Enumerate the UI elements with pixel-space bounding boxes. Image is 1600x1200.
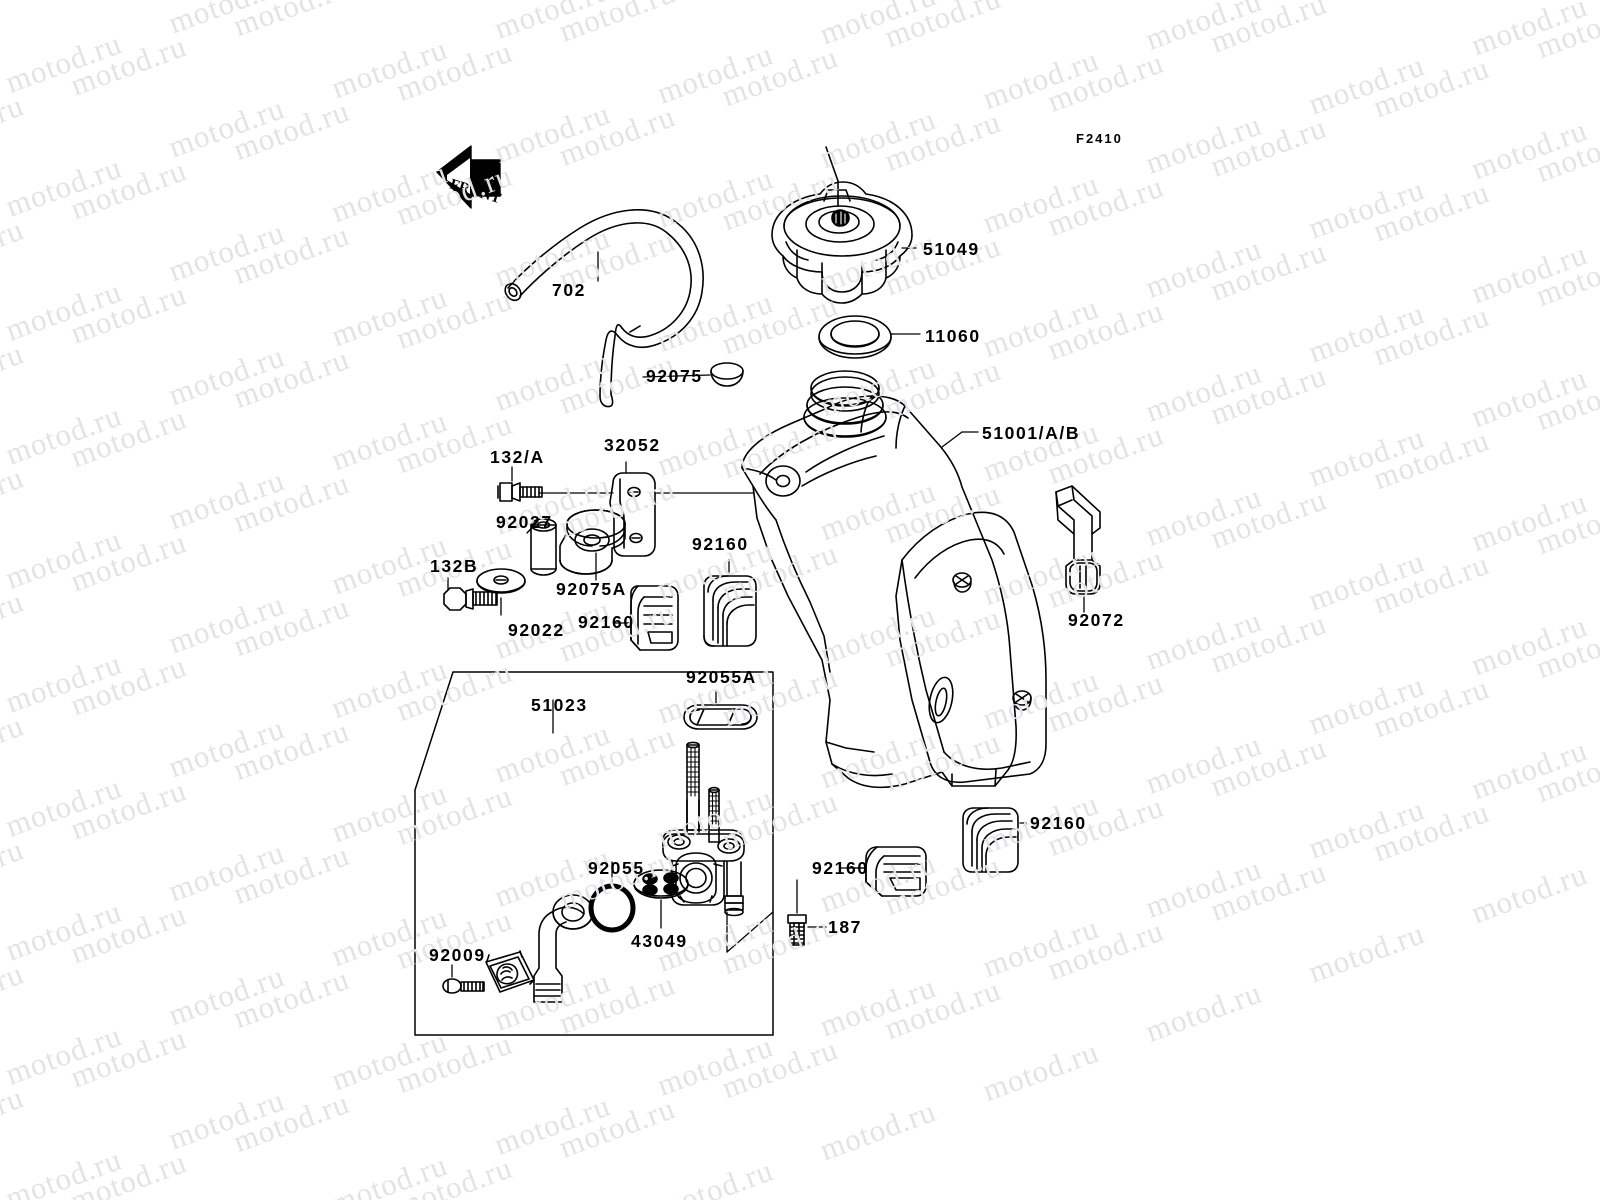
cap-gasket-11060 <box>818 315 892 359</box>
tank-filler-neck <box>803 370 887 438</box>
part-label-187: 187 <box>828 917 862 937</box>
fuel-valve-body <box>662 741 745 917</box>
flange-bolt-132A <box>497 482 543 502</box>
part-label-51001: 51001/A/B <box>982 423 1081 443</box>
fuel-hose-702 <box>504 209 704 408</box>
band-strap-92072 <box>1055 485 1101 595</box>
part-label-43049: 43049 <box>631 931 688 951</box>
part-label-92160-b: 92160 <box>692 534 749 554</box>
valve-gasket-92055A <box>683 704 758 730</box>
part-label-92072: 92072 <box>1068 610 1125 630</box>
part-label-32052: 32052 <box>604 435 661 455</box>
part-label-132A: 132/A <box>490 447 545 467</box>
damper-pad-92160-d <box>962 807 1019 873</box>
part-label-92022: 92022 <box>508 620 565 640</box>
part-label-92027: 92027 <box>496 512 553 532</box>
part-label-132B: 132B <box>430 556 479 576</box>
fuel-tank-cap-51049 <box>771 181 913 304</box>
washer-92022 <box>476 568 526 594</box>
damper-grommet-92075A <box>559 509 626 575</box>
part-label-92160-a: 92160 <box>578 612 635 632</box>
damper-pad-92160-a <box>630 585 679 651</box>
part-label-702: 702 <box>552 280 586 300</box>
part-label-51049: 51049 <box>923 239 980 259</box>
part-label-92075A: 92075A <box>556 579 627 599</box>
tank-alignment-arrow <box>825 146 839 207</box>
part-label-92075: 92075 <box>646 366 703 386</box>
damper-pad-92160-b <box>703 575 757 647</box>
part-label-92055: 92055 <box>588 858 645 878</box>
tank-bracket-32052 <box>609 472 656 557</box>
sheet-code: F2410 <box>1076 131 1123 146</box>
fuel-filter-plate-43049 <box>633 869 689 899</box>
screw-92009 <box>442 978 485 994</box>
part-label-92160-c: 92160 <box>812 858 869 878</box>
part-label-92160-d: 92160 <box>1030 813 1087 833</box>
fuel-tap-assembly-box <box>414 671 774 1036</box>
o-ring-92055 <box>588 883 636 933</box>
part-label-92055A: 92055A <box>686 667 757 687</box>
part-label-92009: 92009 <box>429 945 486 965</box>
shroud-screw-lower <box>1012 690 1032 711</box>
part-label-51023: 51023 <box>531 695 588 715</box>
bolt-187 <box>787 914 807 946</box>
damper-cap-92075 <box>710 362 744 387</box>
fuel-valve-lever <box>533 894 594 1003</box>
collar-92027 <box>530 518 557 576</box>
tank-tap-mount-slot <box>928 676 954 724</box>
shroud-screw-upper <box>952 572 972 593</box>
fuel-tank-51001 <box>741 370 1047 789</box>
part-label-11060: 11060 <box>925 326 981 346</box>
valve-retainer-plate <box>485 950 535 993</box>
